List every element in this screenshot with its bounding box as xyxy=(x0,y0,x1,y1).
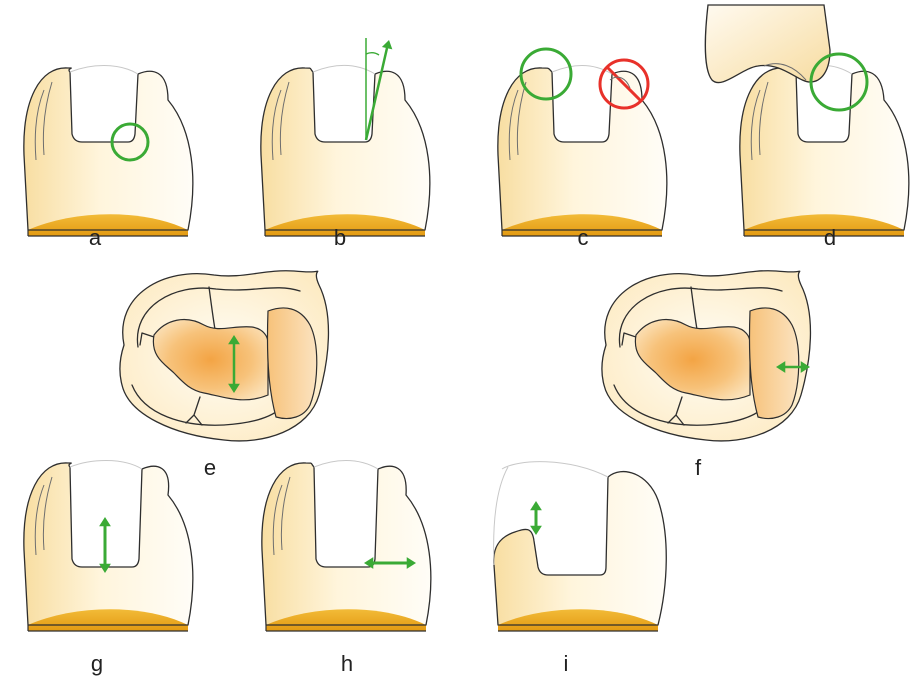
proximal-box xyxy=(749,308,798,419)
panel-label-b: b xyxy=(334,225,346,250)
panel-c-tooth xyxy=(498,49,667,236)
tooth-crown xyxy=(494,472,667,625)
arrow-head xyxy=(530,501,542,510)
panel-e-occlusal xyxy=(120,271,329,441)
arrow-head xyxy=(99,517,111,526)
panel-label-h: h xyxy=(341,651,353,676)
original-contour xyxy=(314,461,378,470)
panel-label-e: e xyxy=(204,455,216,480)
panel-f-occlusal xyxy=(602,271,811,441)
panel-label-a: a xyxy=(89,225,102,250)
green-vertical-double-arrow xyxy=(99,517,111,573)
divergence-arrow-head xyxy=(382,40,392,49)
original-contour xyxy=(70,66,138,75)
panel-label-c: c xyxy=(578,225,589,250)
panel-g-tooth xyxy=(24,461,193,632)
panel-i-tooth xyxy=(494,462,667,631)
panel-a-tooth xyxy=(24,66,193,237)
panel-d-tooth xyxy=(705,5,908,236)
panel-label-d: d xyxy=(824,225,836,250)
original-contour xyxy=(70,461,142,470)
green-vertical-double-arrow xyxy=(530,501,542,535)
panel-label-f: f xyxy=(695,455,702,480)
proximal-box xyxy=(267,308,316,419)
panel-label-g: g xyxy=(91,651,103,676)
angle-arc xyxy=(366,53,379,55)
panel-label-i: i xyxy=(564,651,569,676)
original-contour xyxy=(502,462,608,477)
panel-h-tooth xyxy=(262,461,431,632)
panel-b-tooth xyxy=(261,38,430,236)
